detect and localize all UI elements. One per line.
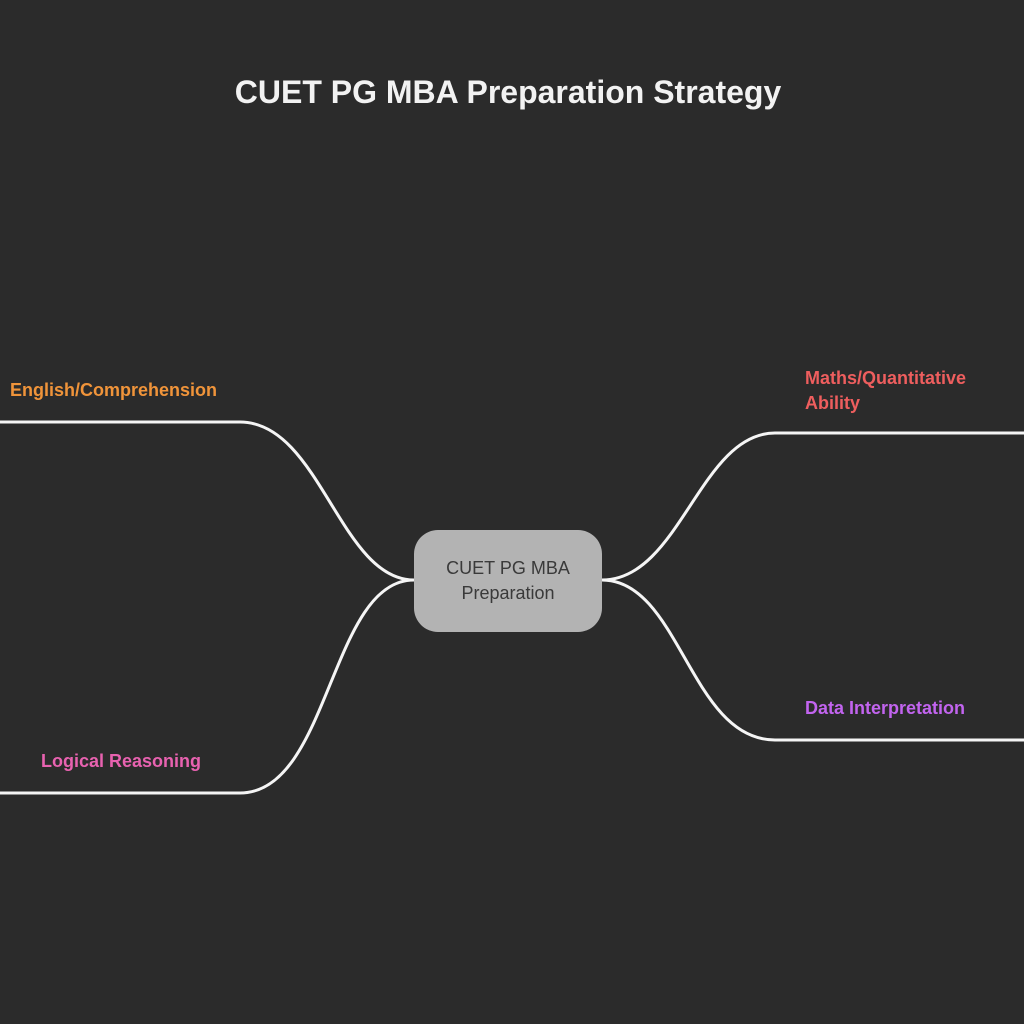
link-maths	[601, 431, 1024, 582]
link-data	[601, 578, 1024, 742]
central-topic-node[interactable]: CUET PG MBA Preparation	[414, 530, 602, 632]
branch-maths-quantitative[interactable]: Maths/Quantitative Ability	[805, 368, 967, 413]
link-logical	[0, 578, 415, 795]
link-english	[0, 420, 415, 582]
branch-english-comprehension[interactable]: English/Comprehension	[10, 380, 218, 400]
branch-data-interpretation[interactable]: Data Interpretation	[805, 698, 966, 718]
diagram-title: CUET PG MBA Preparation Strategy	[234, 74, 782, 110]
central-topic-label: CUET PG MBA Preparation	[446, 558, 570, 603]
branch-logical-reasoning[interactable]: Logical Reasoning	[41, 751, 202, 771]
